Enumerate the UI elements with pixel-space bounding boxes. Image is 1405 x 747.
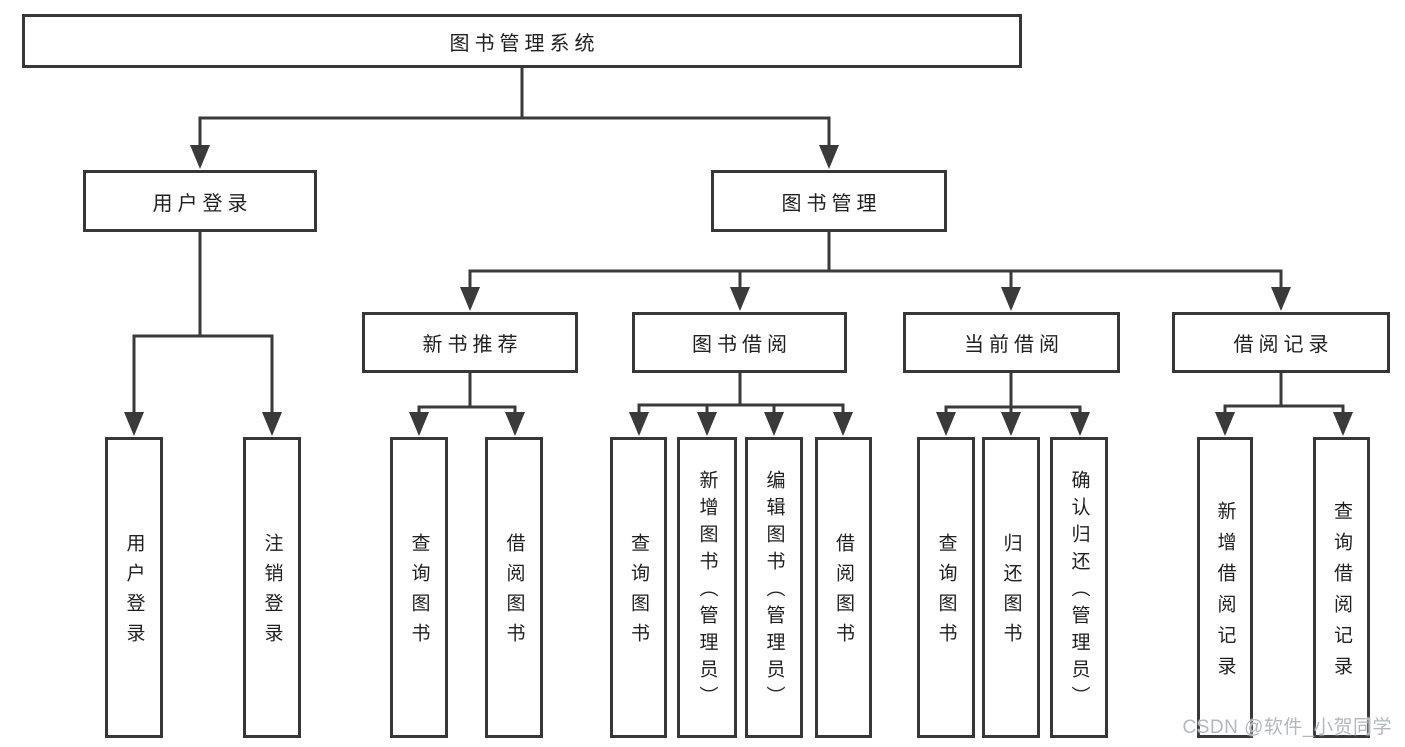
connector-path: [132, 68, 1345, 433]
node-leaf-borrow-books: 借阅图书: [815, 437, 872, 738]
node-leaf-edit-book-admin: 编辑图书（管理员）: [745, 437, 803, 738]
node-book-management: 图书管理: [711, 170, 947, 232]
node-label: 图书借阅: [692, 334, 792, 356]
node-leaf-query-borrow-record: 查询借阅记录: [1313, 437, 1370, 738]
node-label: 新增图书（管理员）: [696, 470, 718, 713]
node-leaf-add-borrow-record: 新增借阅记录: [1197, 437, 1253, 738]
node-label: 注销登录: [261, 533, 283, 653]
node-leaf-add-book-admin: 新增图书（管理员）: [677, 437, 737, 738]
node-leaf-user-login: 用户登录: [105, 437, 163, 738]
node-borrow-records: 借阅记录: [1172, 312, 1390, 373]
node-label: 用户登录: [152, 192, 253, 215]
node-leaf-borrow-books-recommend: 借阅图书: [485, 437, 543, 738]
watermark-text: CSDN @软件_小贺同学: [1182, 717, 1392, 738]
node-leaf-query-books-borrow: 查询图书: [610, 437, 667, 738]
node-label: 新增借阅记录: [1214, 500, 1236, 687]
node-label: 借阅记录: [1233, 334, 1334, 356]
node-label: 借阅图书: [503, 533, 525, 653]
node-label: 确认归还（管理员）: [1068, 470, 1090, 713]
arrowhead-icons: [124, 145, 1353, 436]
node-current-borrow: 当前借阅: [903, 312, 1120, 373]
node-leaf-query-books-current: 查询图书: [917, 437, 975, 738]
node-label: 图书管理: [781, 192, 882, 215]
node-label: 编辑图书（管理员）: [763, 470, 785, 713]
node-label: 查询借阅记录: [1331, 500, 1352, 687]
node-label: 新书推荐: [422, 334, 523, 356]
node-leaf-confirm-return-admin: 确认归还（管理员）: [1050, 437, 1108, 738]
node-label: 借阅图书: [833, 533, 854, 653]
node-label: 图书管理系统: [449, 32, 600, 55]
node-label: 查询图书: [935, 533, 957, 653]
node-user-login: 用户登录: [83, 170, 317, 232]
node-root: 图书管理系统: [22, 14, 1022, 68]
node-label: 归还图书: [1000, 533, 1022, 653]
node-label: 查询图书: [628, 533, 649, 653]
node-label: 当前借阅: [964, 334, 1064, 356]
node-label: 查询图书: [408, 533, 430, 653]
node-label: 用户登录: [123, 533, 145, 653]
node-leaf-return-book: 归还图书: [982, 437, 1040, 738]
node-leaf-logout: 注销登录: [243, 437, 301, 738]
node-book-borrow: 图书借阅: [632, 312, 847, 373]
node-leaf-query-books-recommend: 查询图书: [390, 437, 448, 738]
node-new-book-recommend: 新书推荐: [362, 312, 578, 373]
